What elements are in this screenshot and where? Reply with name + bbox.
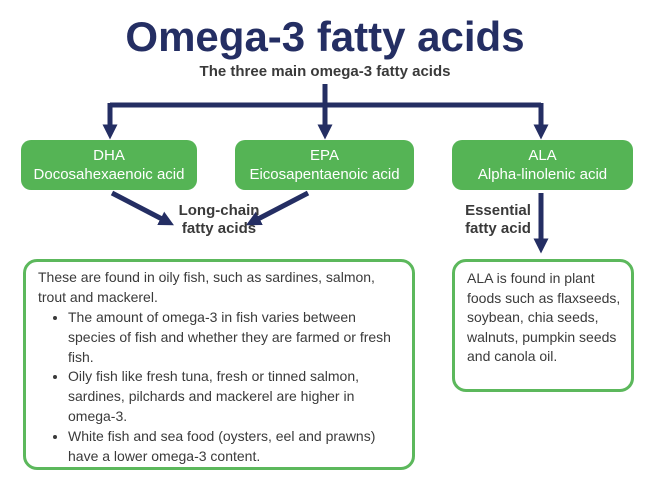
info-box-plant: ALA is found in plant foods such as flax…	[452, 259, 634, 392]
label-long-chain: Long-chain fatty acids	[178, 202, 260, 238]
node-epa: EPA Eicosapentaenoic acid	[235, 140, 414, 190]
info-box-fish-bullet-list: The amount of omega-3 in fish varies bet…	[38, 308, 402, 467]
subtitle: The three main omega-3 fatty acids	[199, 63, 451, 80]
page-title: Omega-3 fatty acids	[125, 13, 525, 60]
node-epa-name: Eicosapentaenoic acid	[249, 166, 400, 183]
label-essential: Essential fatty acid	[465, 202, 531, 238]
node-ala-abbr: ALA	[528, 146, 557, 164]
info-box-fish: These are found in oily fish, such as sa…	[23, 259, 415, 470]
node-dha-abbr: DHA	[93, 146, 125, 164]
list-item: White fish and sea food (oysters, eel an…	[68, 427, 402, 467]
list-item: The amount of omega-3 in fish varies bet…	[68, 308, 402, 368]
node-ala-name: Alpha-linolenic acid	[477, 166, 608, 183]
node-dha: DHA Docosahexaenoic acid	[21, 140, 197, 190]
node-ala: ALA Alpha-linolenic acid	[452, 140, 633, 190]
trunk-line	[110, 84, 541, 108]
node-dha-name: Docosahexaenoic acid	[33, 166, 185, 183]
node-epa-abbr: EPA	[310, 146, 339, 164]
info-box-plant-text: ALA is found in plant foods such as flax…	[467, 270, 621, 365]
list-item: Oily fish like fresh tuna, fresh or tinn…	[68, 367, 402, 427]
info-box-fish-intro: These are found in oily fish, such as sa…	[38, 269, 375, 305]
